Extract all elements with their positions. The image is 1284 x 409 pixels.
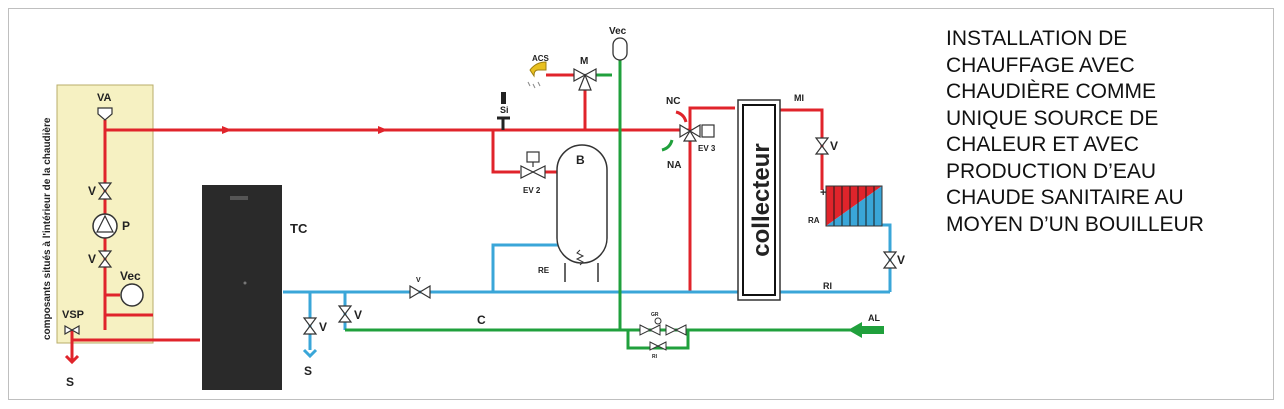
al-label: AL [868,313,880,323]
v-tc-label: V [319,320,327,334]
valve-icon [409,284,431,300]
pump-icon [92,213,118,239]
va-label: VA [97,92,112,104]
collector [737,99,781,301]
valve-icon [302,317,318,335]
c-label: C [477,313,486,327]
v-panel-top-label: V [88,184,96,198]
v-return-label: V [354,308,362,322]
title-line: INSTALLATION DE [946,27,1128,50]
ev2-label: EV 2 [523,186,541,195]
three-way-valve-icon [679,123,701,142]
vec-panel-label: Vec [120,269,141,283]
radiator-cold-half [826,186,882,226]
v-mi-label: V [830,139,838,153]
collector-inner [742,104,776,296]
ri-label: RI [823,281,832,291]
flow-arrow-icon [222,126,232,134]
thermostat-stem [497,116,510,130]
expansion-vessel-icon [120,283,144,307]
v-panel-bottom-label: V [88,252,96,266]
plus-label: + [820,187,826,199]
nc-label: NC [666,96,680,107]
title-line: CHAUDE SANITAIRE AU [946,186,1184,209]
valve-icon [337,305,353,323]
air-vent-icon [97,107,113,121]
tap-icon [529,61,547,78]
vec-top-label: Vec [609,26,627,37]
ra-label: RA [808,216,820,225]
inlet-arrow-icon [848,322,862,338]
water-drops-icon [527,81,541,89]
electric-resistance-icon [575,249,585,266]
valve-icon [814,137,830,155]
drain-icon [64,354,80,365]
cylinder-label: B [576,153,585,167]
v-small-label: V [416,277,421,284]
valve-icon [882,251,898,269]
motorized-valve-icon [520,165,546,179]
ev3-label: EV 3 [698,144,716,153]
s-tc-label: S [304,364,312,378]
na-mark [661,139,674,152]
mixing-valve-icon [573,67,597,91]
nc-mark [675,110,688,123]
valve-icon [97,182,113,200]
title-line: MOYEN D’UN BOUILLEUR [946,212,1204,236]
expansion-vessel-icon [612,37,628,61]
inlet-pipe [862,326,884,334]
s-left-label: S [66,375,74,389]
flow-arrow-icon [378,126,388,134]
acs-label: ACS [532,54,550,63]
title-line: CHAUDIÈRE COMME [946,80,1157,103]
boiler-display [230,196,248,200]
pump-label: P [122,219,130,233]
boiler-tc [202,185,282,390]
diagram-frame [8,8,1274,400]
radiator-fins [833,186,875,226]
title-line: UNIQUE SOURCE DE [946,106,1159,130]
radiator [825,185,883,227]
collector-label: collecteur [748,143,775,256]
ri-small-label: RI [652,354,658,360]
actuator-icon [701,124,715,138]
v-ri-label: V [897,253,905,267]
drain-icon [302,348,318,359]
m-label: M [580,56,588,67]
title-line: PRODUCTION D’EAU [946,159,1157,183]
gr-label: GR [651,312,659,318]
title-line: CHAUFFAGE AVEC [946,53,1135,77]
thermostat-icon [501,92,506,104]
filling-group-icon [639,317,687,351]
valve-icon [97,250,113,268]
diagram-title: INSTALLATION DE CHAUFFAGE AVEC CHAUDIÈRE… [946,26,1266,238]
re-label: RE [538,266,550,275]
si-label: Si [500,105,509,115]
pump-triangle-icon [96,214,114,233]
boiler-knob [243,281,247,285]
mi-label: MI [794,93,804,103]
solenoid-head-icon [526,151,540,163]
panel-caption: composants situés à l'intérieur de la ch… [42,117,53,340]
safety-valve-icon [64,324,80,336]
title-line: CHALEUR ET AVEC [946,133,1139,156]
na-label: NA [667,160,681,171]
tc-label: TC [290,221,308,236]
vsp-label: VSP [62,309,84,321]
